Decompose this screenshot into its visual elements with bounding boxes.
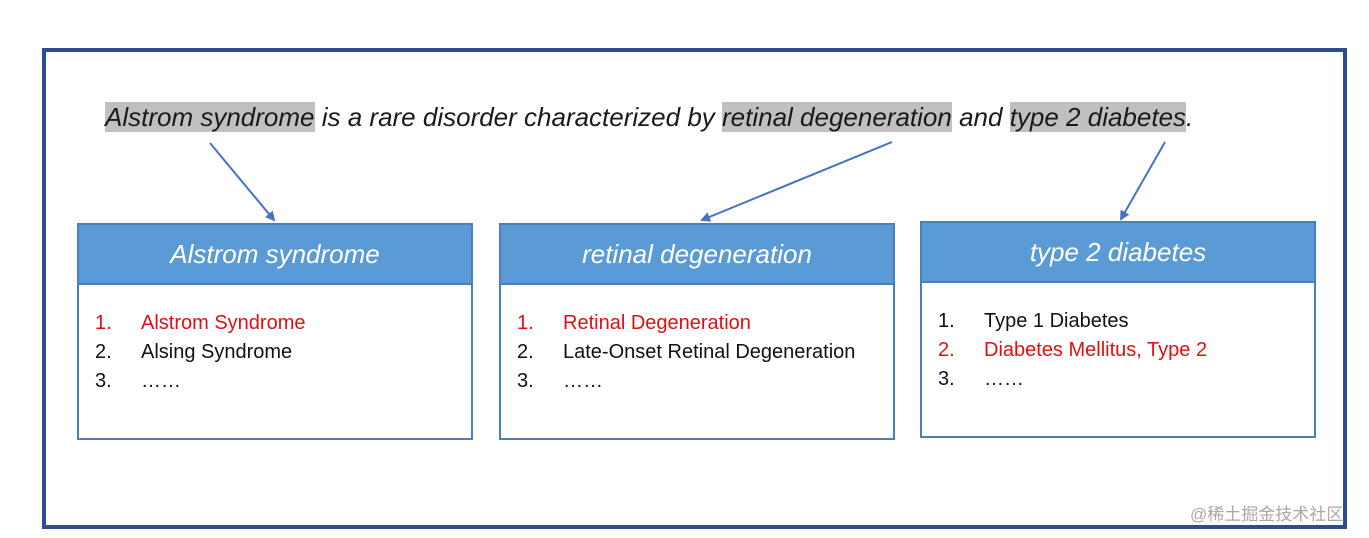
list-item: 1. Type 1 Diabetes [938, 307, 1314, 336]
list-item: 3. …… [938, 365, 1314, 394]
candidate-box-2: retinal degeneration 1. Retinal Degenerat… [499, 223, 895, 440]
candidate-list: 1. Type 1 Diabetes 2. Diabetes Mellitus, T… [922, 283, 1314, 394]
item-text: Late-Onset Retinal Degeneration [563, 341, 856, 363]
item-number: 3. [517, 370, 534, 392]
example-sentence: Alstrom syndrome is a rare disorder char… [105, 99, 1193, 135]
item-text: Alsing Syndrome [141, 341, 293, 363]
item-number: 2. [517, 341, 534, 363]
candidate-box-3: type 2 diabetes 1. Type 1 Diabetes 2. Diab… [920, 221, 1316, 438]
list-item: 2. Alsing Syndrome [95, 338, 471, 367]
candidate-box-title: retinal degeneration [501, 225, 893, 285]
item-text: …… [141, 370, 181, 392]
item-text: Retinal Degeneration [563, 312, 751, 334]
watermark: @稀土掘金技术社区 [1190, 505, 1344, 524]
item-number: 3. [938, 368, 955, 390]
list-item: 3. …… [517, 367, 893, 396]
candidate-box-1: Alstrom syndrome 1. Alstrom Syndrome 2. Al… [77, 223, 473, 440]
list-item: 1. Retinal Degeneration [517, 309, 893, 338]
item-number: 2. [95, 341, 112, 363]
sentence-text-1: is a rare disorder characterized by [314, 102, 723, 132]
list-item: 1. Alstrom Syndrome [95, 309, 471, 338]
list-item: 2. Diabetes Mellitus, Type 2 [938, 336, 1314, 365]
candidate-list: 1. Alstrom Syndrome 2. Alsing Syndrome 3. …… [79, 285, 471, 396]
item-number: 1. [517, 312, 534, 334]
list-item: 3. …… [95, 367, 471, 396]
candidate-box-title: Alstrom syndrome [79, 225, 471, 285]
candidate-box-title: type 2 diabetes [922, 223, 1314, 283]
item-text: Diabetes Mellitus, Type 2 [984, 339, 1208, 361]
sentence-text-3: . [1186, 102, 1194, 132]
item-text: Type 1 Diabetes [984, 310, 1129, 332]
item-text: Alstrom Syndrome [141, 312, 306, 334]
entity-mention-2: retinal degeneration [722, 102, 952, 132]
candidate-list: 1. Retinal Degeneration 2. Late-Onset Reti… [501, 285, 893, 396]
item-number: 1. [95, 312, 112, 334]
item-number: 2. [938, 339, 955, 361]
item-number: 1. [938, 310, 955, 332]
entity-mention-3: type 2 diabetes [1009, 102, 1187, 132]
item-number: 3. [95, 370, 112, 392]
list-item: 2. Late-Onset Retinal Degeneration [517, 338, 893, 367]
item-text: …… [563, 370, 603, 392]
entity-mention-1: Alstrom syndrome [105, 102, 315, 132]
item-text: …… [984, 368, 1024, 390]
sentence-text-2: and [951, 102, 1010, 132]
